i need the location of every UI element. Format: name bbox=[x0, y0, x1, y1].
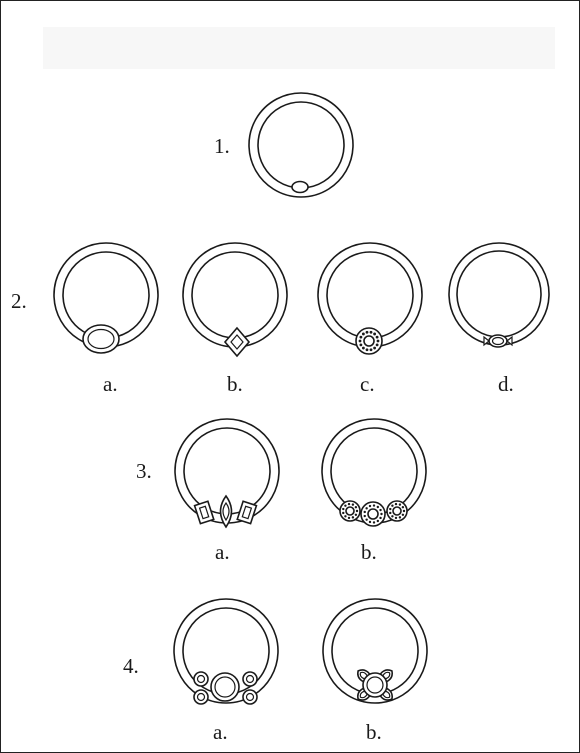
pave-dot bbox=[376, 519, 380, 523]
pave-dot bbox=[401, 506, 405, 509]
caption-4a: a. bbox=[213, 720, 228, 744]
side-stones bbox=[193, 671, 258, 705]
caption-2c: c. bbox=[360, 372, 375, 396]
pave-dot bbox=[379, 508, 382, 512]
pave-dot bbox=[376, 505, 380, 509]
pave-dot bbox=[363, 510, 366, 514]
caption-4b: b. bbox=[366, 720, 382, 744]
pave-dot bbox=[369, 348, 373, 352]
pave-dot bbox=[354, 513, 358, 516]
pave-dot bbox=[402, 509, 406, 513]
pave-dot bbox=[359, 335, 363, 339]
pave-dot bbox=[368, 504, 372, 508]
pave-dot bbox=[398, 516, 402, 519]
stone-oval-d-inner bbox=[491, 336, 505, 346]
pave-dot bbox=[365, 518, 368, 521]
stone-marquise-inner bbox=[222, 501, 230, 522]
group-label-3: 3. bbox=[136, 459, 152, 483]
stone-oval-small bbox=[291, 180, 309, 194]
pave-dot bbox=[389, 507, 392, 511]
group-label-4: 4. bbox=[123, 654, 139, 678]
pave-dot bbox=[369, 330, 373, 334]
stone-round-left bbox=[345, 506, 355, 516]
baguette-right bbox=[236, 500, 258, 525]
stone-oval-inner bbox=[87, 328, 115, 350]
pave-dot bbox=[375, 343, 379, 347]
ring-4b bbox=[322, 598, 428, 704]
stone-round-large-inner bbox=[214, 676, 236, 698]
pave-dot bbox=[401, 513, 405, 516]
pave-dot bbox=[347, 502, 351, 506]
pave-dot bbox=[394, 516, 398, 520]
pave-dot bbox=[375, 335, 379, 339]
caption-2b: b. bbox=[227, 372, 243, 396]
pave-dot bbox=[351, 503, 355, 506]
pave-dot bbox=[368, 520, 372, 524]
ring-3a bbox=[174, 418, 280, 529]
ring-2c bbox=[317, 242, 423, 355]
caption-2a: a. bbox=[103, 372, 118, 396]
pave-dot bbox=[344, 504, 347, 507]
caption-3a: a. bbox=[215, 540, 230, 564]
baguette-left bbox=[193, 500, 215, 525]
pave-dot bbox=[365, 507, 368, 510]
ring-2b bbox=[182, 242, 288, 358]
group-label-1: 1. bbox=[214, 134, 230, 158]
pave-dot bbox=[358, 339, 362, 343]
pave-dot bbox=[372, 504, 376, 507]
caption-2d: d. bbox=[498, 372, 514, 396]
ring-2d bbox=[448, 242, 550, 348]
pave-dot bbox=[372, 521, 376, 524]
stone-round-mid bbox=[367, 508, 379, 520]
pave-dot bbox=[379, 516, 382, 520]
header-band bbox=[43, 27, 555, 69]
pave-dot bbox=[359, 343, 363, 347]
pave-clusters bbox=[342, 502, 406, 524]
pave-dot bbox=[389, 511, 392, 515]
pave-dot bbox=[373, 332, 377, 336]
pave-dot bbox=[361, 346, 365, 350]
pave-dot bbox=[376, 339, 380, 343]
stone-round-right bbox=[392, 506, 402, 516]
stone-round-center-4b-inner bbox=[366, 676, 384, 694]
stone-round-center bbox=[363, 335, 375, 347]
pave-dot bbox=[391, 504, 394, 507]
pave-dot bbox=[394, 502, 398, 506]
pave-dot bbox=[398, 503, 402, 506]
stone-kite-inner bbox=[230, 334, 244, 350]
pave-halo bbox=[358, 330, 380, 352]
side-accents bbox=[483, 335, 513, 347]
pave-dot bbox=[351, 516, 355, 519]
pave-dot bbox=[380, 512, 383, 516]
ring-1 bbox=[248, 92, 354, 198]
pave-dot bbox=[344, 515, 347, 518]
pave-dot bbox=[361, 332, 365, 336]
pave-dot bbox=[373, 346, 377, 350]
pave-dot bbox=[355, 509, 359, 513]
ring-3b bbox=[321, 418, 427, 527]
pave-dot bbox=[391, 515, 394, 518]
pave-dot bbox=[342, 507, 345, 511]
pave-dot bbox=[347, 516, 351, 520]
group-label-2: 2. bbox=[11, 289, 27, 313]
pave-dot bbox=[365, 348, 369, 352]
ring-2a bbox=[53, 242, 159, 354]
pave-dot bbox=[363, 514, 366, 518]
pave-dot bbox=[342, 511, 345, 515]
ring-band-2d bbox=[448, 242, 550, 346]
ring-4a bbox=[173, 598, 279, 705]
pave-dot bbox=[365, 330, 369, 334]
caption-3b: b. bbox=[361, 540, 377, 564]
pave-dot bbox=[354, 506, 358, 509]
